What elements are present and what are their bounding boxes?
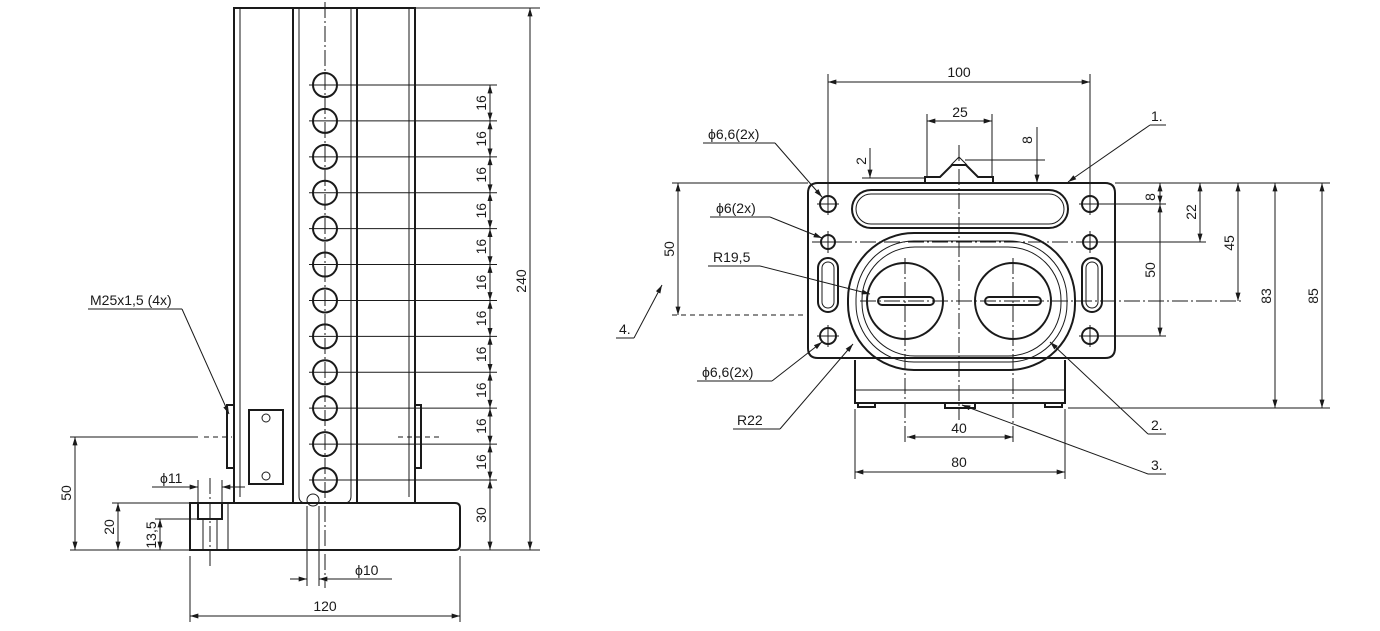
- hole-6-callout: ϕ6(2x): [716, 200, 756, 216]
- leader-radius-22: [779, 343, 854, 430]
- callout-1: 1.: [1151, 108, 1163, 124]
- column-body: [226, 7, 422, 507]
- top-slot-outer: [851, 189, 1069, 229]
- dimension-30: 30: [473, 507, 489, 523]
- connector-plate: [248, 409, 284, 485]
- pitch-dimension-label: 16: [473, 418, 489, 434]
- leader-callout-3: [961, 404, 1149, 475]
- dimension-240: 240: [513, 269, 529, 293]
- leader-callout-2: [1049, 341, 1149, 435]
- dimension-50-right: 50: [1142, 262, 1158, 278]
- hole-6-6-bottom-callout: ϕ6,6(2x): [702, 364, 753, 380]
- foot-center: [944, 402, 976, 409]
- dimension-120: 120: [313, 598, 337, 614]
- dimension-20: 20: [101, 519, 117, 535]
- side-slot-left: [817, 257, 839, 313]
- connector-screw-bottom: [261, 471, 271, 481]
- dimension-13-5: 13,5: [143, 521, 159, 548]
- pitch-dimension-label: 16: [473, 203, 489, 219]
- leader-radius-19-5: [759, 265, 871, 295]
- side-slot-left-inner: [821, 261, 835, 309]
- lower-block: [854, 360, 1066, 409]
- dimension-d11: ϕ11: [160, 470, 183, 486]
- dimension-45: 45: [1221, 235, 1237, 251]
- dimension-85: 85: [1305, 288, 1321, 304]
- side-view-dimensions: 30 240 50 20 13,5 ϕ11 M25x1,5 (4x): [58, 7, 540, 622]
- pitch-dimension-label: 16: [473, 131, 489, 147]
- channel-fillet-left: [298, 495, 307, 504]
- callout-3: 3.: [1151, 457, 1163, 473]
- pitch-dimension-label: 16: [473, 454, 489, 470]
- leader-callout-4: [633, 284, 663, 339]
- pitch-dimension-label: 16: [473, 382, 489, 398]
- mounting-holes-column: 16 16 16 16 16 16 16 16 16 16 16: [309, 72, 497, 493]
- callout-4: 4.: [619, 321, 631, 337]
- foot-right: [1044, 402, 1063, 408]
- base: [189, 502, 461, 551]
- radius-22-callout: R22: [737, 412, 763, 428]
- base-outline: [189, 502, 461, 551]
- dimension-2: 2: [853, 157, 869, 165]
- dimension-25: 25: [952, 104, 968, 120]
- bottom-bore: [306, 493, 320, 507]
- front-view-dimensions: 100 25 8 2 1. ϕ6,6(2x) ϕ6(2x) 50: [616, 64, 1330, 479]
- pitch-dimension-label: 16: [473, 239, 489, 255]
- connector-screw-top: [261, 413, 271, 423]
- plate-outline: [807, 182, 1116, 359]
- pitch-dimension-label: 16: [473, 275, 489, 291]
- dimension-22: 22: [1183, 204, 1199, 220]
- dimension-8-top: 8: [1019, 136, 1035, 144]
- pitch-dimension-label: 16: [473, 346, 489, 362]
- pitch-dimension-label: 16: [473, 310, 489, 326]
- leader-hole-6-6-bottom: [771, 341, 823, 382]
- leader-hole-6: [769, 216, 823, 239]
- dimension-50: 50: [58, 485, 74, 501]
- dimension-d10: ϕ10: [355, 562, 379, 578]
- dimension-100: 100: [947, 64, 971, 80]
- side-slot-right: [1081, 257, 1103, 313]
- leader-hole-6-6-top: [774, 142, 823, 198]
- dimension-8-right: 8: [1142, 193, 1158, 201]
- pitch-dimension-label: 16: [473, 95, 489, 111]
- mounting-plate: [807, 156, 1116, 359]
- dimension-50-left: 50: [661, 241, 677, 257]
- hole-6-6-top-callout: ϕ6,6(2x): [708, 126, 759, 142]
- boss-outer: [847, 232, 1076, 371]
- channel-fillet-right: [343, 495, 352, 504]
- radius-19-5-callout: R19,5: [713, 249, 751, 265]
- foot-left: [857, 402, 876, 408]
- dimension-83: 83: [1258, 288, 1274, 304]
- thread-callout: M25x1,5 (4x): [90, 292, 172, 308]
- side-view: 16 16 16 16 16 16 16 16 16 16 16 30 240 50 20 13,5…: [58, 2, 540, 622]
- dimension-40: 40: [951, 420, 967, 436]
- thread-boss-left: [226, 404, 235, 469]
- callout-2: 2.: [1151, 417, 1163, 433]
- front-view: 100 25 8 2 1. ϕ6,6(2x) ϕ6(2x) 50: [616, 64, 1330, 479]
- leader-callout-1: [1067, 124, 1151, 183]
- top-slot-inner: [855, 193, 1065, 225]
- leader-thread: [181, 308, 230, 415]
- dimension-80: 80: [951, 454, 967, 470]
- side-slot-right-inner: [1085, 261, 1099, 309]
- pitch-dimension-label: 16: [473, 167, 489, 183]
